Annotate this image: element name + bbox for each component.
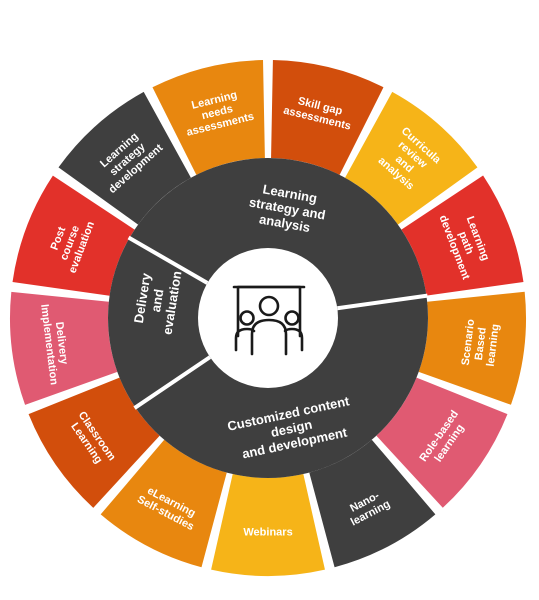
segment-post-course-evaluation: Postcourseevaluation xyxy=(12,175,135,296)
inner-sector-strategy-label: Learningstrategy andanalysis xyxy=(245,180,329,238)
segment-curricula-review-and-analysis-shape xyxy=(345,91,478,225)
segment-nano-learning-shape xyxy=(309,439,436,568)
segment-learning-needs-assessments-shape xyxy=(152,60,265,175)
segment-skill-gap-assessments-shape xyxy=(271,60,384,175)
segment-delivery-implementation: DeliveryImplementation xyxy=(10,291,118,405)
segment-role-based-learning-shape xyxy=(376,377,508,508)
inner-divider-1 xyxy=(127,235,209,285)
segment-delivery-implementation-label-line: Delivery xyxy=(53,321,70,366)
inner-sector-delivery-label-line: and xyxy=(148,288,166,313)
segment-scenario-based-learning-label: ScenarioBasedlearning xyxy=(460,318,502,369)
segment-skill-gap-assessments: Skill gapassessments xyxy=(271,60,384,175)
inner-divider-3 xyxy=(133,355,212,410)
center-circle xyxy=(198,248,338,388)
segment-webinars-label-line: Webinars xyxy=(243,526,292,538)
segment-classroom-learning-shape xyxy=(28,377,160,508)
segment-webinars-label: Webinars xyxy=(243,526,292,538)
segment-webinars: Webinars xyxy=(211,474,325,576)
segment-learning-strategy-development-shape xyxy=(58,91,191,225)
segment-webinars-shape xyxy=(211,474,325,576)
center-disc xyxy=(198,248,338,388)
segment-role-based-learning: Role-basedlearning xyxy=(376,377,508,508)
segment-scenario-based-learning-label-line: Scenario xyxy=(460,318,478,366)
group-people-icon xyxy=(232,285,306,356)
segment-scenario-based-learning-label-line: Based xyxy=(473,327,489,361)
segment-elearning-self-studies-shape xyxy=(100,439,227,568)
segment-scenario-based-learning: ScenarioBasedlearning xyxy=(418,291,526,405)
segment-post-course-evaluation-shape xyxy=(12,175,135,296)
segment-scenario-based-learning-label-line: learning xyxy=(485,323,502,367)
inner-divider-2 xyxy=(337,293,428,311)
segment-delivery-implementation-shape xyxy=(10,291,118,405)
segment-elearning-self-studies: eLearningSelf-studies xyxy=(100,439,227,568)
segment-scenario-based-learning-shape xyxy=(418,291,526,405)
segment-learning-strategy-development: Learningstrategydevelopment xyxy=(58,91,191,225)
segment-classroom-learning: ClassroomLearning xyxy=(28,377,160,508)
segment-learning-needs-assessments: Learningneedsassessments xyxy=(152,60,265,175)
inner-sector-delivery-label: Deliveryandevaluation xyxy=(130,265,185,336)
segment-nano-learning: Nano-learning xyxy=(309,439,436,568)
segment-learning-path-development-shape xyxy=(401,175,524,296)
segment-learning-path-development: Learningpathdevelopment xyxy=(401,175,524,296)
segment-curricula-review-and-analysis: Curriculareviewandanalysis xyxy=(345,91,478,225)
